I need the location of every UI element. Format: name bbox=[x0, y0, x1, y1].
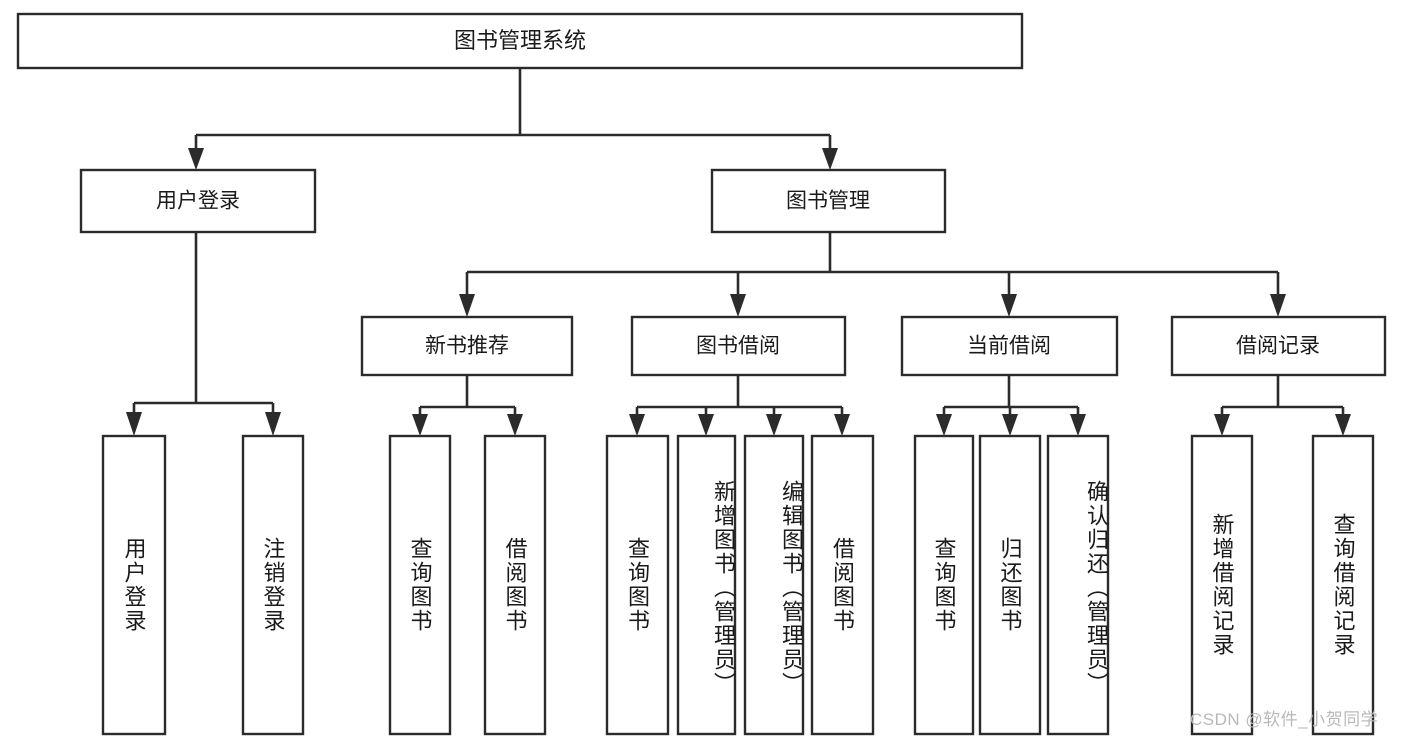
node-user-login-label: 用户登录 bbox=[156, 190, 240, 213]
node-current-borrow-box[interactable] bbox=[900, 315, 1119, 377]
leaf-box-bb-add-book[interactable] bbox=[676, 434, 737, 736]
arrowhead-bb-query-book bbox=[629, 414, 645, 436]
node-user-login[interactable]: 用户登录 bbox=[79, 168, 317, 234]
node-new-book-recommend-label: 新书推荐 bbox=[425, 335, 509, 358]
node-book-management-label: 图书管理 bbox=[786, 190, 870, 213]
leaf-box-user-login[interactable] bbox=[101, 434, 167, 736]
node-root[interactable]: 图书管理系统 bbox=[16, 12, 1024, 70]
arrowhead-borrow-record bbox=[1270, 294, 1286, 317]
node-book-borrow-label: 图书借阅 bbox=[696, 335, 780, 358]
node-book-management-box[interactable] bbox=[710, 168, 947, 234]
arrowhead-bb-edit-book bbox=[766, 414, 782, 436]
arrowhead-br-add-record bbox=[1214, 414, 1230, 436]
node-book-management[interactable]: 图书管理 bbox=[710, 168, 947, 234]
leaf-box-cb-query-book[interactable] bbox=[913, 434, 975, 736]
arrowhead-book-mgmt bbox=[822, 148, 838, 170]
arrowhead-current-borrow bbox=[1001, 294, 1017, 317]
node-current-borrow[interactable]: 当前借阅 bbox=[900, 315, 1119, 377]
connector-layer bbox=[126, 68, 1351, 436]
leaf-box-br-add-record[interactable] bbox=[1190, 434, 1254, 736]
leaf-box-cb-confirm-return[interactable] bbox=[1046, 434, 1110, 736]
arrowhead-user-login bbox=[188, 148, 204, 170]
leaf-box-bb-borrow-book[interactable] bbox=[810, 434, 875, 736]
arrowhead-cb-return-book bbox=[1002, 414, 1018, 436]
arrowhead-cb-query-book bbox=[936, 414, 952, 436]
leaf-box-nb-query-book[interactable] bbox=[388, 434, 452, 736]
arrowhead-bb-add-book bbox=[698, 414, 714, 436]
node-root-box[interactable] bbox=[16, 12, 1024, 70]
leaf-box-layer bbox=[101, 434, 1375, 736]
leaf-box-bb-edit-book[interactable] bbox=[743, 434, 805, 736]
arrowhead-nb-borrow-book bbox=[507, 414, 523, 436]
arrowhead-br-query-record bbox=[1335, 414, 1351, 436]
node-current-borrow-label: 当前借阅 bbox=[967, 335, 1051, 358]
node-root-label: 图书管理系统 bbox=[454, 28, 586, 53]
arrowhead-bb-borrow-book bbox=[834, 414, 850, 436]
leaf-box-nb-borrow-book[interactable] bbox=[483, 434, 547, 736]
node-book-borrow[interactable]: 图书借阅 bbox=[630, 315, 847, 377]
node-new-book-recommend[interactable]: 新书推荐 bbox=[360, 315, 574, 377]
node-user-login-box[interactable] bbox=[79, 168, 317, 234]
csdn-watermark: CSDN @软件_小贺同学 bbox=[1190, 710, 1379, 729]
node-new-book-recommend-box[interactable] bbox=[360, 315, 574, 377]
arrowhead-leaf-user-login bbox=[126, 412, 142, 436]
node-borrow-record[interactable]: 借阅记录 bbox=[1170, 315, 1387, 377]
leaf-box-br-query-record[interactable] bbox=[1311, 434, 1375, 736]
arrowhead-leaf-logout bbox=[265, 412, 281, 436]
arrowhead-new-book bbox=[459, 294, 475, 317]
arrowhead-cb-confirm-return bbox=[1070, 414, 1086, 436]
node-book-borrow-box[interactable] bbox=[630, 315, 847, 377]
leaf-box-bb-query-book[interactable] bbox=[605, 434, 670, 736]
node-borrow-record-label: 借阅记录 bbox=[1236, 335, 1320, 358]
leaf-box-cb-return-book[interactable] bbox=[978, 434, 1042, 736]
arrowhead-nb-query-book bbox=[412, 414, 428, 436]
arrowhead-book-borrow bbox=[730, 294, 746, 317]
leaf-box-logout[interactable] bbox=[241, 434, 305, 736]
node-borrow-record-box[interactable] bbox=[1170, 315, 1387, 377]
